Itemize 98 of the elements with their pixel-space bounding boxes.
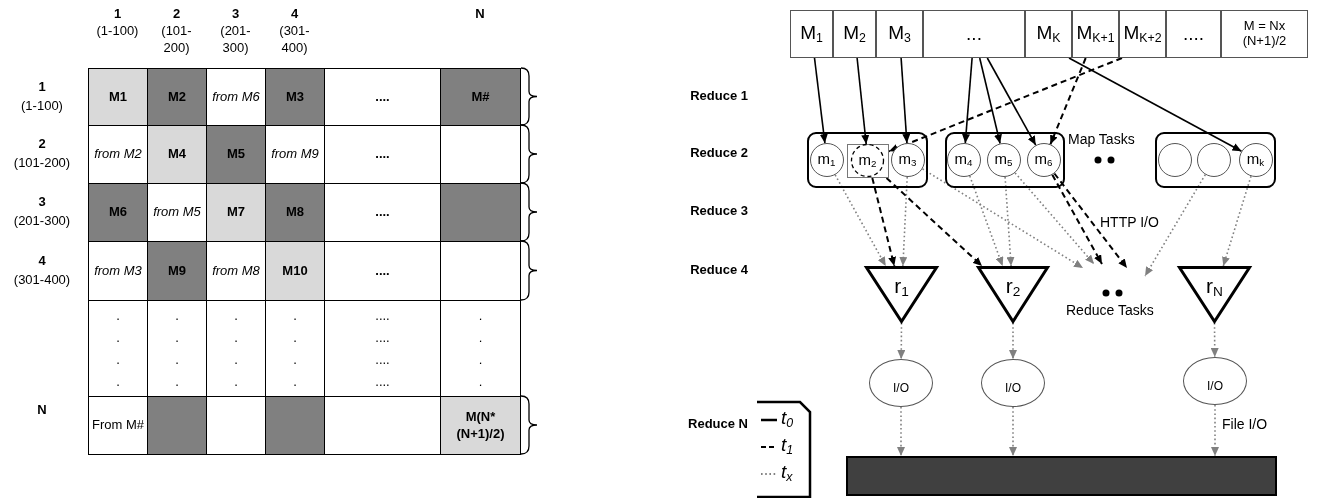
dotted-arrow	[834, 174, 887, 267]
column-header-range: (201-300)	[219, 23, 252, 57]
legend-text: t$_{x}$	[781, 461, 793, 485]
arrow	[900, 57, 911, 144]
table-cell: M9	[147, 241, 207, 301]
input-split-cell: ...	[923, 10, 1025, 58]
dashed-arrow	[871, 177, 896, 267]
row-header-number: 3	[37, 194, 47, 209]
dotted-arrow	[1004, 176, 1015, 267]
arrow	[856, 57, 870, 145]
io-ellipse: I/O	[981, 359, 1045, 407]
map-task-circle: m$_{3}$	[890, 142, 925, 177]
column-header-range: (101-200)	[160, 23, 193, 57]
table-cell: M10	[265, 241, 325, 301]
section-label: Reduce Tasks	[1066, 302, 1154, 318]
table-cell: M#	[440, 68, 521, 126]
arrow	[986, 57, 1037, 146]
map-task-circle: m$_{5}$	[986, 142, 1021, 177]
table-cell: From M#	[88, 396, 148, 455]
input-split-cell: M$_{K+1}$	[1072, 10, 1119, 58]
map-task-circle	[1157, 142, 1192, 177]
storage-bar	[846, 456, 1277, 496]
table-cell: M4	[147, 125, 207, 184]
reduce-label: Reduce N	[687, 416, 748, 431]
dotted-arrow	[1009, 406, 1017, 457]
dotted-arrow	[899, 176, 908, 267]
annotation-label: HTTP I/O	[1100, 214, 1159, 230]
column-header-number: N	[474, 6, 486, 21]
map-task-circle: m$_{4}$	[946, 142, 981, 177]
input-split-cell: M$_{K+2}$	[1119, 10, 1166, 58]
dotted-arrow	[921, 168, 1084, 269]
dashed-arrow	[1049, 57, 1087, 146]
dotted-arrow	[1222, 175, 1252, 267]
column-header-range: (1-100)	[96, 23, 139, 40]
io-ellipse: I/O	[1183, 357, 1247, 405]
table-cell: M7	[206, 183, 266, 242]
dotted-arrow	[897, 322, 906, 360]
table-cell: M1	[88, 68, 148, 126]
input-split-cell: M$_{K}$	[1025, 10, 1072, 58]
dotted-arrow	[1211, 404, 1219, 457]
reduce-label: Reduce 4	[689, 261, 748, 277]
row-header-number: 2	[37, 136, 47, 151]
row-header-number: 1	[37, 78, 47, 94]
map-task-group	[807, 132, 928, 188]
dotted-arrow	[1144, 173, 1207, 277]
map-task-circle	[1196, 142, 1231, 177]
map-task-box: m$_{2}$	[846, 143, 889, 178]
dashed-arrow	[1053, 172, 1128, 269]
map-task-circle: m$_{6}$	[1026, 142, 1061, 177]
reduce-label: Reduce 1	[689, 87, 748, 103]
map-task-group	[945, 132, 1065, 188]
input-split-cell: M$_{3}$	[876, 10, 923, 58]
dotted-arrow	[969, 175, 1004, 267]
dotted-arrow	[1014, 172, 1095, 265]
dotted-arrow	[1009, 322, 1017, 360]
row-header-range: (301-400)	[12, 271, 72, 287]
input-split-cell: M = Nx (N+1)/2	[1221, 10, 1308, 58]
column-header-number: 1	[112, 6, 123, 21]
arrow	[813, 57, 828, 144]
input-split-cell: M$_{1}$	[790, 10, 833, 58]
table-cell: M(N* (N+1)/2)	[440, 396, 521, 455]
table-cell: M8	[265, 183, 325, 242]
annotation-label: File I/O	[1222, 416, 1268, 432]
legend-text: t$_{0}$	[781, 407, 794, 431]
column-header-number: 4	[289, 6, 300, 21]
map-task-circle: m$_{k}$	[1238, 142, 1273, 177]
io-ellipse: I/O	[869, 359, 933, 407]
column-header-range: (301-400)	[278, 23, 311, 57]
column-header-number: 2	[171, 6, 182, 21]
table-cell: M5	[206, 125, 266, 184]
reduce-task-triangle: r$_{N}$	[1178, 266, 1251, 323]
reduce-label: Reduce 2	[689, 145, 748, 160]
dotted-arrow	[1210, 322, 1219, 358]
section-label: Map Tasks	[1068, 131, 1135, 147]
row-header-range: (1-100)	[20, 97, 64, 113]
column-header-number: 3	[230, 6, 241, 21]
table-cell: M3	[265, 68, 325, 126]
row-header-range: (201-300)	[12, 213, 72, 228]
map-task-circle: m$_{1}$	[809, 142, 844, 177]
table-cell: M6	[88, 183, 148, 242]
arrow	[1068, 57, 1243, 152]
arrow	[962, 57, 973, 144]
map-task-group	[1155, 132, 1276, 188]
dashed-arrow	[1051, 173, 1103, 265]
row-header-number: N	[36, 402, 48, 417]
reduce-task-triangle: r$_{2}$	[977, 266, 1049, 323]
row-header-range: (101-200)	[12, 155, 72, 170]
dotted-arrow	[897, 406, 905, 457]
reduce-label: Reduce 3	[689, 203, 748, 218]
dashed-arrow	[885, 177, 983, 267]
input-split-cell: M$_{2}$	[833, 10, 876, 58]
reduce-task-triangle: r$_{1}$	[865, 266, 938, 323]
legend-text: t$_{1}$	[781, 434, 794, 458]
dashed-arrow	[888, 57, 1123, 153]
row-header-number: 4	[37, 252, 47, 268]
table-cell: M2	[147, 68, 207, 126]
input-split-cell: ....	[1166, 10, 1221, 58]
arrow	[978, 57, 1002, 145]
